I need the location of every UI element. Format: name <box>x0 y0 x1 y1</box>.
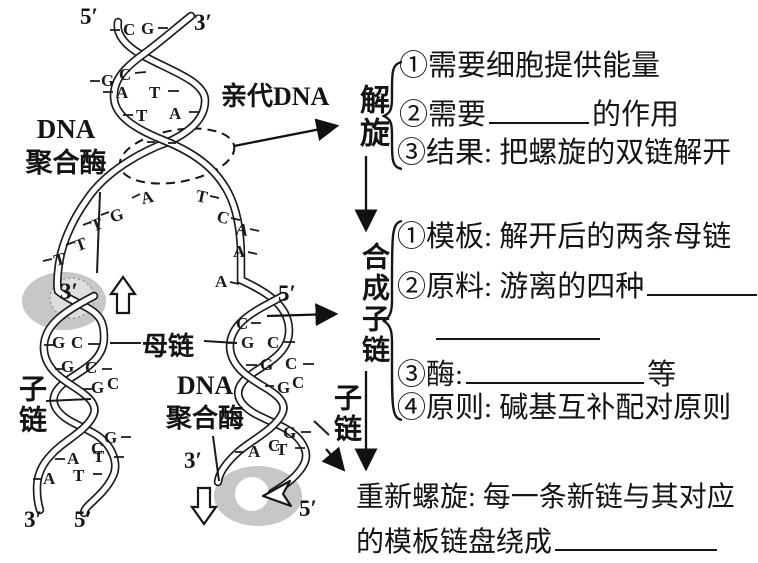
unwind-step-label: 解旋 <box>355 84 388 150</box>
base-letter: G <box>91 378 105 397</box>
base-letter: A <box>169 104 182 123</box>
end-label-5prime-top: 5′ <box>80 4 98 29</box>
base-letter: C <box>71 333 84 352</box>
unwind-item-1: ①需要细胞提供能量 <box>399 50 661 82</box>
unwind-item-2-post: 的作用 <box>592 99 680 131</box>
strand-arrow-tip <box>261 479 293 508</box>
mother-strand-label: 母链 <box>142 332 195 361</box>
base-letter: T <box>149 83 161 102</box>
synthesis-item-4: ④原则: 碱基互补配对原则 <box>397 392 732 424</box>
base-letter: A <box>43 469 56 488</box>
synthesis-item-2-pre: ②原料: 游离的四种 <box>397 271 645 303</box>
base-letter: G <box>61 357 75 376</box>
base-letter: A <box>67 449 80 468</box>
fill-in-blank <box>466 353 645 384</box>
unwind-brace <box>381 60 403 171</box>
base-letter: G <box>104 428 118 447</box>
dna-polymerase-label-bottom: DNA 聚合酶 <box>155 369 255 435</box>
polymerase-blob-right <box>214 466 302 526</box>
end-label-5prime-mid-right: 5′ <box>278 281 296 306</box>
strand-daughter-left <box>32 291 99 515</box>
fill-in-blank <box>555 521 718 551</box>
base-letter: T <box>136 106 148 125</box>
synthesis-brace <box>381 219 403 422</box>
base-letter: C <box>123 20 136 39</box>
parent-dna-label: 亲代DNA <box>221 82 330 111</box>
base-letter: C <box>268 436 281 455</box>
base-letter: C <box>292 373 305 392</box>
daughter-strand-label-right: 子链 <box>330 383 361 445</box>
base-letter: G <box>101 71 115 90</box>
base-letter: C <box>107 374 120 393</box>
strand-parent-a <box>49 17 210 518</box>
synthesize-step-label: 合成子链 <box>358 242 389 366</box>
dna-polymerase-bottom-line1: DNA <box>176 371 234 400</box>
base-letter: A <box>248 442 261 461</box>
dna-polymerase-label-top: DNA 聚合酶 <box>12 112 120 180</box>
base-letter: G <box>277 378 291 397</box>
flow-arrows <box>233 118 378 472</box>
synthesis-item-3-post: 等 <box>647 359 677 391</box>
base-letter: C <box>267 333 280 352</box>
base-letter: G <box>241 333 255 352</box>
synthesis-item-1: ①模板: 解开后的两条母链 <box>397 221 732 253</box>
base-letter: C <box>236 314 249 333</box>
base-letter: G <box>141 19 155 38</box>
end-label-5prime-bottom-left: 5′ <box>74 507 92 532</box>
fill-in-blank <box>647 265 758 296</box>
daughter-strand-label-left: 子链 <box>15 374 46 436</box>
unwind-item-2-pre: ②需要 <box>399 99 487 131</box>
base-letter: T <box>276 440 288 459</box>
synthesis-item-3: ③酶: 等 <box>397 353 676 392</box>
base-letter: C <box>85 358 98 377</box>
end-label-3prime-bottom-left: 3′ <box>24 507 42 532</box>
synthesis-item-2: ②原料: 游离的四种 <box>397 265 758 304</box>
strand-parent-b <box>109 11 311 498</box>
base-letter: C <box>119 65 132 84</box>
dna-polymerase-top-line1: DNA <box>36 114 96 144</box>
end-label-3prime-mid-left: 3′ <box>60 279 78 304</box>
base-letter: C <box>91 439 104 458</box>
synthesis-item-3-pre: ③酶: <box>397 359 464 391</box>
base-letter: G <box>52 333 66 352</box>
direction-up-arrow <box>108 275 138 315</box>
base-letter: A <box>215 272 228 291</box>
rewind-line-2-pre: 的模板链盘绕成 <box>356 527 553 558</box>
rewind-line-1: 重新螺旋: 每一条新链与其对应 <box>356 482 735 513</box>
base-letter: A <box>233 242 246 261</box>
base-letter: G <box>260 355 274 374</box>
end-label-3prime-top: 3′ <box>194 10 212 35</box>
end-label-5prime-right: 5′ <box>299 496 317 521</box>
dna-polymerase-top-line2: 聚合酶 <box>25 148 107 178</box>
unwind-item-2: ②需要 的作用 <box>399 93 679 132</box>
base-letter: T <box>73 466 85 485</box>
unwind-item-3: ③结果: 把螺旋的双链解开 <box>397 137 732 169</box>
base-pair-ticks <box>33 27 314 480</box>
fill-in-blank-continuation <box>436 314 600 340</box>
end-label-3prime-right: 3′ <box>184 448 202 473</box>
base-letter: A <box>116 83 129 102</box>
label-connectors <box>45 191 330 482</box>
rewind-line-2: 的模板链盘绕成 <box>356 521 720 559</box>
base-letter: G <box>283 423 297 442</box>
base-letter: T <box>93 447 105 466</box>
direction-down-arrow <box>189 486 219 526</box>
fill-in-blank <box>489 93 590 124</box>
base-letter: C <box>285 354 298 373</box>
dna-polymerase-bottom-line2: 聚合酶 <box>165 404 244 433</box>
